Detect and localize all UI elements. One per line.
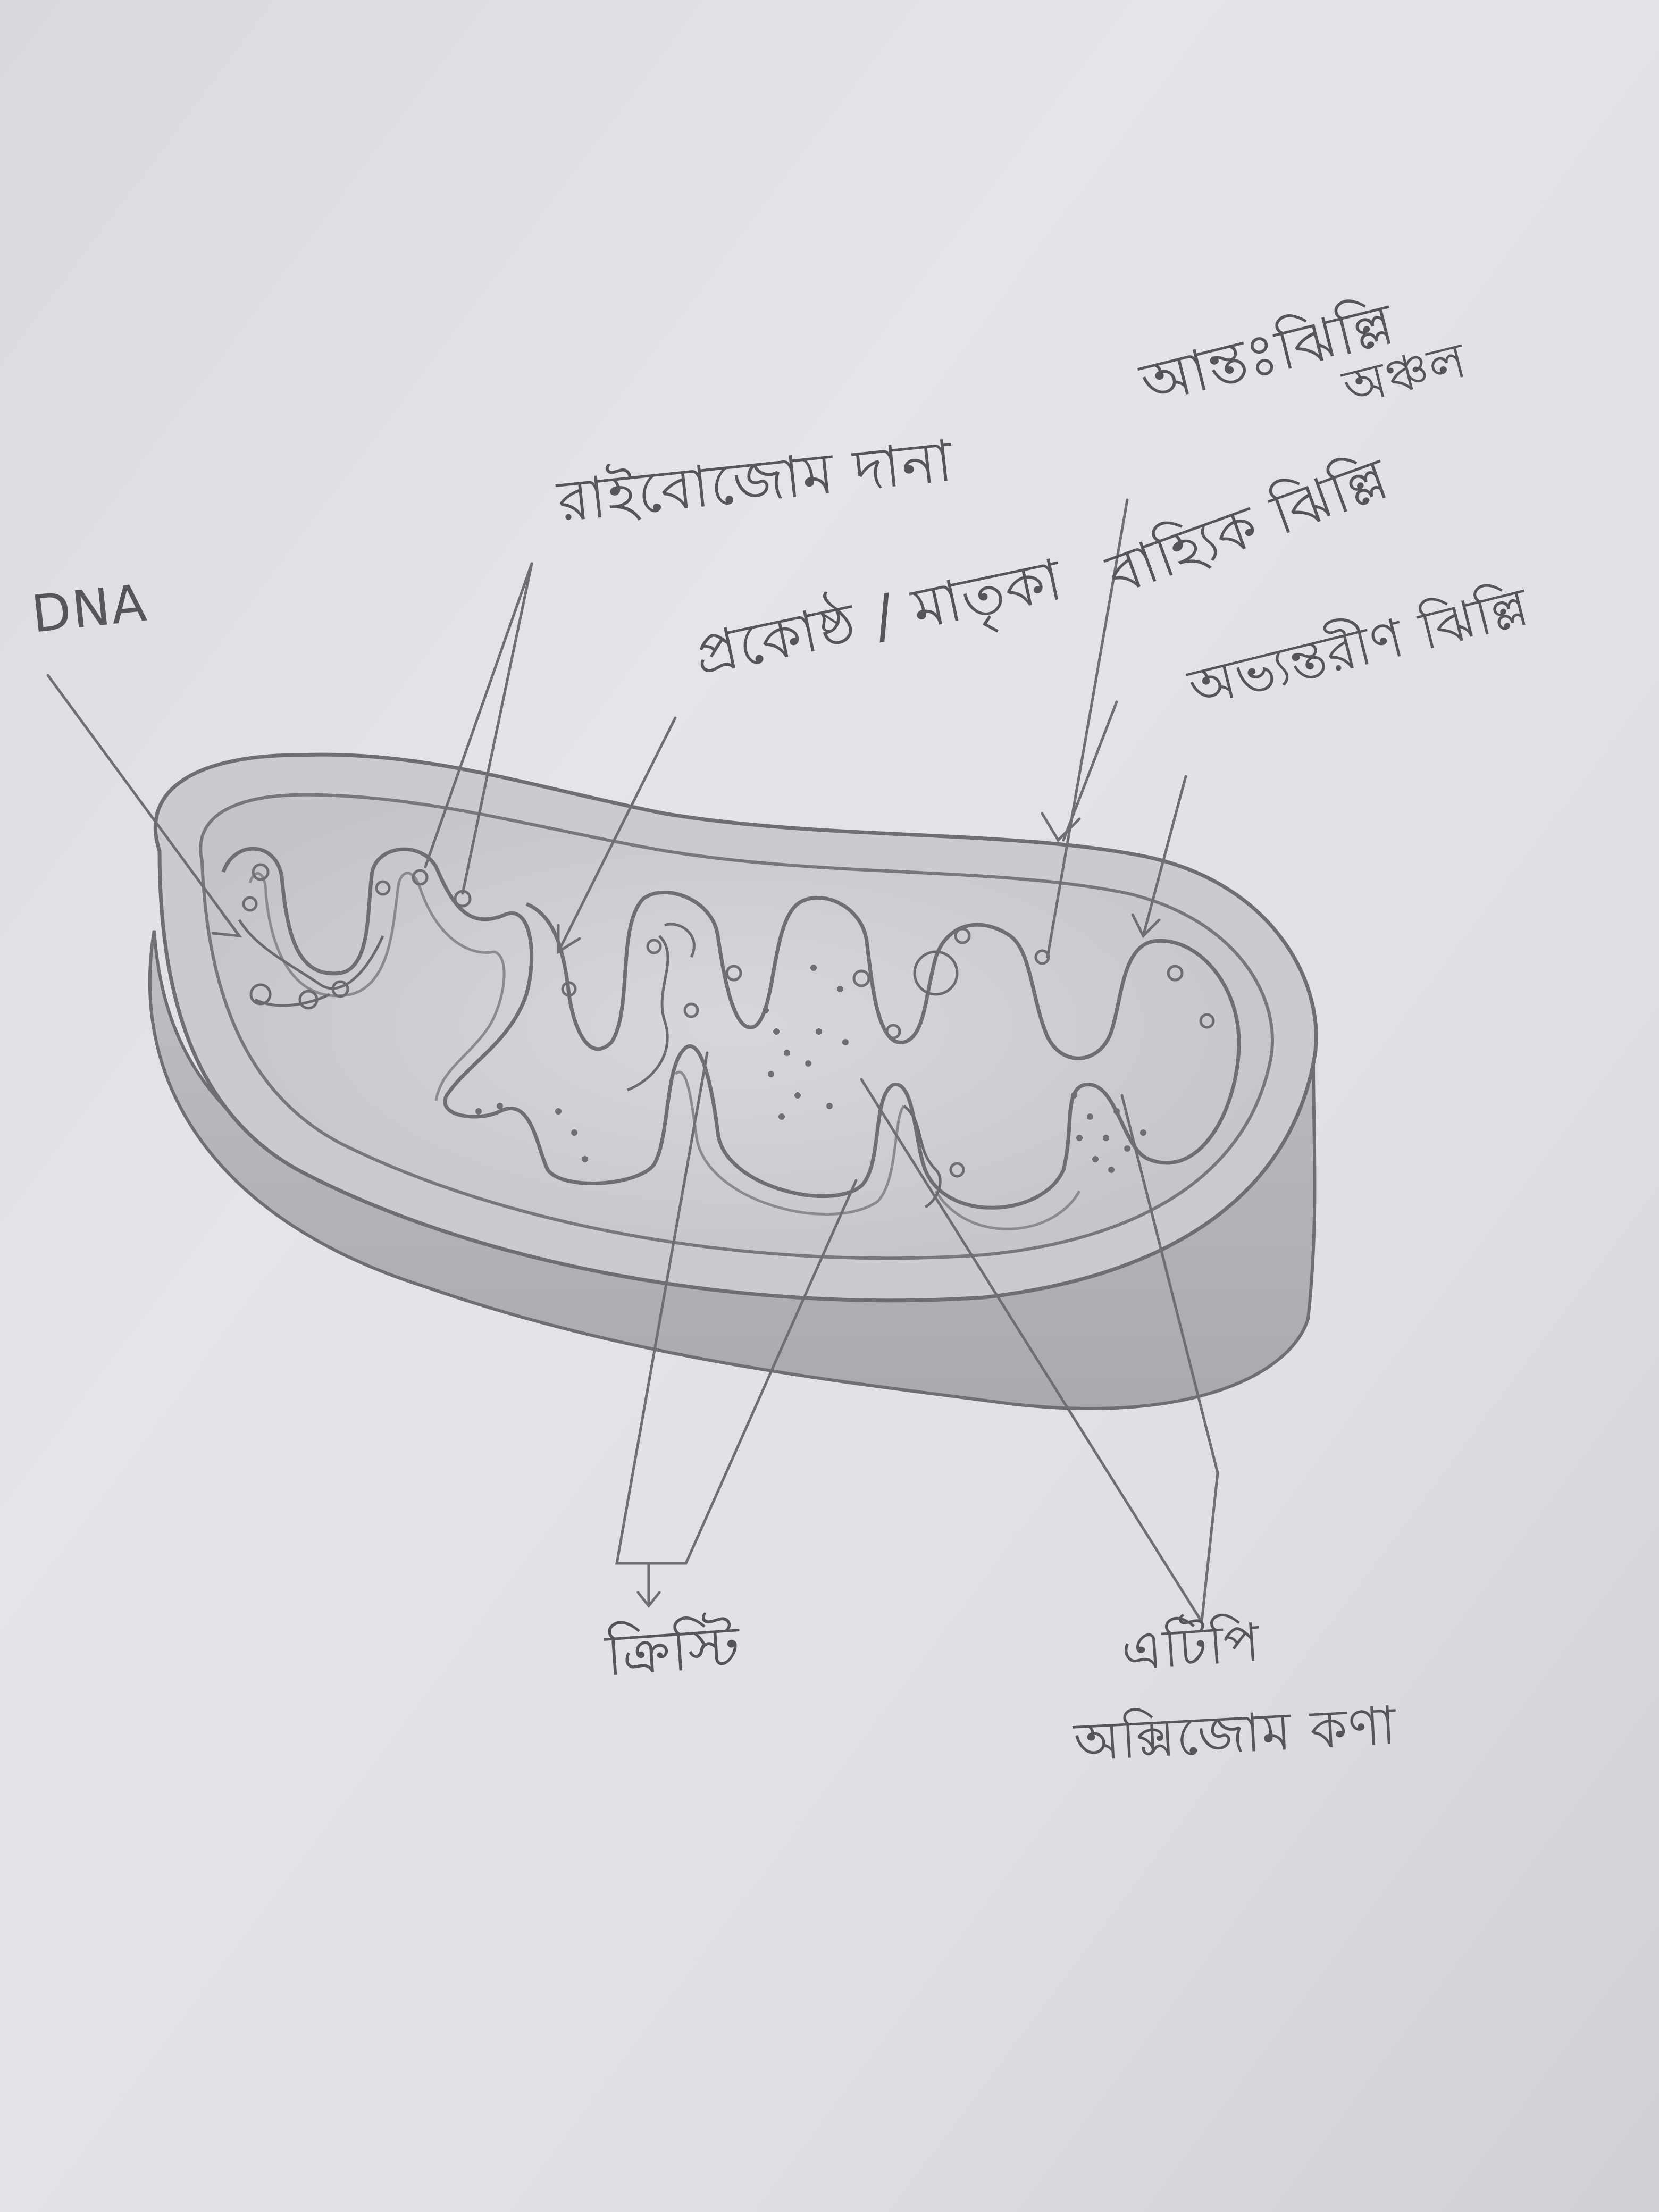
inner-membrane <box>221 847 1241 1210</box>
leader-ribosome-a <box>424 562 533 868</box>
leader-cristae-space <box>557 716 677 953</box>
inner-membrane-inner-contour <box>248 872 1081 1230</box>
leader-ribosome-b <box>461 562 533 895</box>
leader-inner-membrane <box>1142 775 1187 937</box>
label-dna: DNA <box>29 573 150 644</box>
leader-atp-b <box>1120 1094 1219 1623</box>
leader-lines <box>46 498 1219 1623</box>
intermembrane-boundary <box>199 793 1274 1260</box>
label-atp: এটিপি <box>1119 1611 1263 1683</box>
leader-outer-membrane <box>1062 700 1118 842</box>
arrowheads <box>211 812 1161 1608</box>
dna-strands <box>238 919 959 1209</box>
label-oxysome-particle: অক্সিজোম কণা <box>1072 1694 1398 1773</box>
leader-intermembrane <box>1046 498 1129 959</box>
label-cristae: ক্রিস্টি <box>604 1613 743 1689</box>
oxysome-particles <box>475 965 1146 1173</box>
leader-dna <box>46 674 241 937</box>
leader-cristae <box>615 1051 858 1565</box>
leader-atp-a <box>860 1078 1203 1623</box>
